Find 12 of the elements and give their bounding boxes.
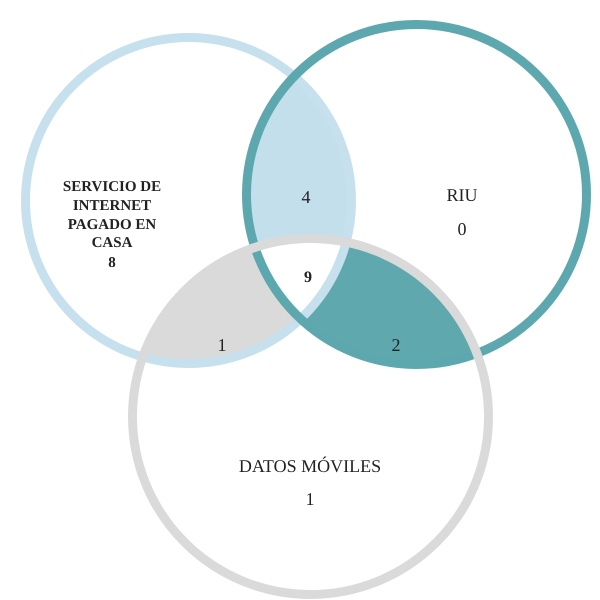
set-label: DATOS MÓVILES xyxy=(238,455,382,478)
count-label: 0 xyxy=(456,218,468,240)
set-label: RIU xyxy=(446,184,478,206)
count-label: 4 xyxy=(302,186,310,208)
set-circle xyxy=(242,20,590,368)
set-label: SERVICIO DE INTERNET PAGADO EN CASA xyxy=(62,178,162,253)
count-label: 1 xyxy=(218,334,226,356)
count-label: 8 xyxy=(107,254,117,273)
set-circle xyxy=(20,32,356,368)
count-label: 9 xyxy=(304,268,312,288)
count-label: 2 xyxy=(392,334,400,356)
count-label: 1 xyxy=(304,488,316,510)
